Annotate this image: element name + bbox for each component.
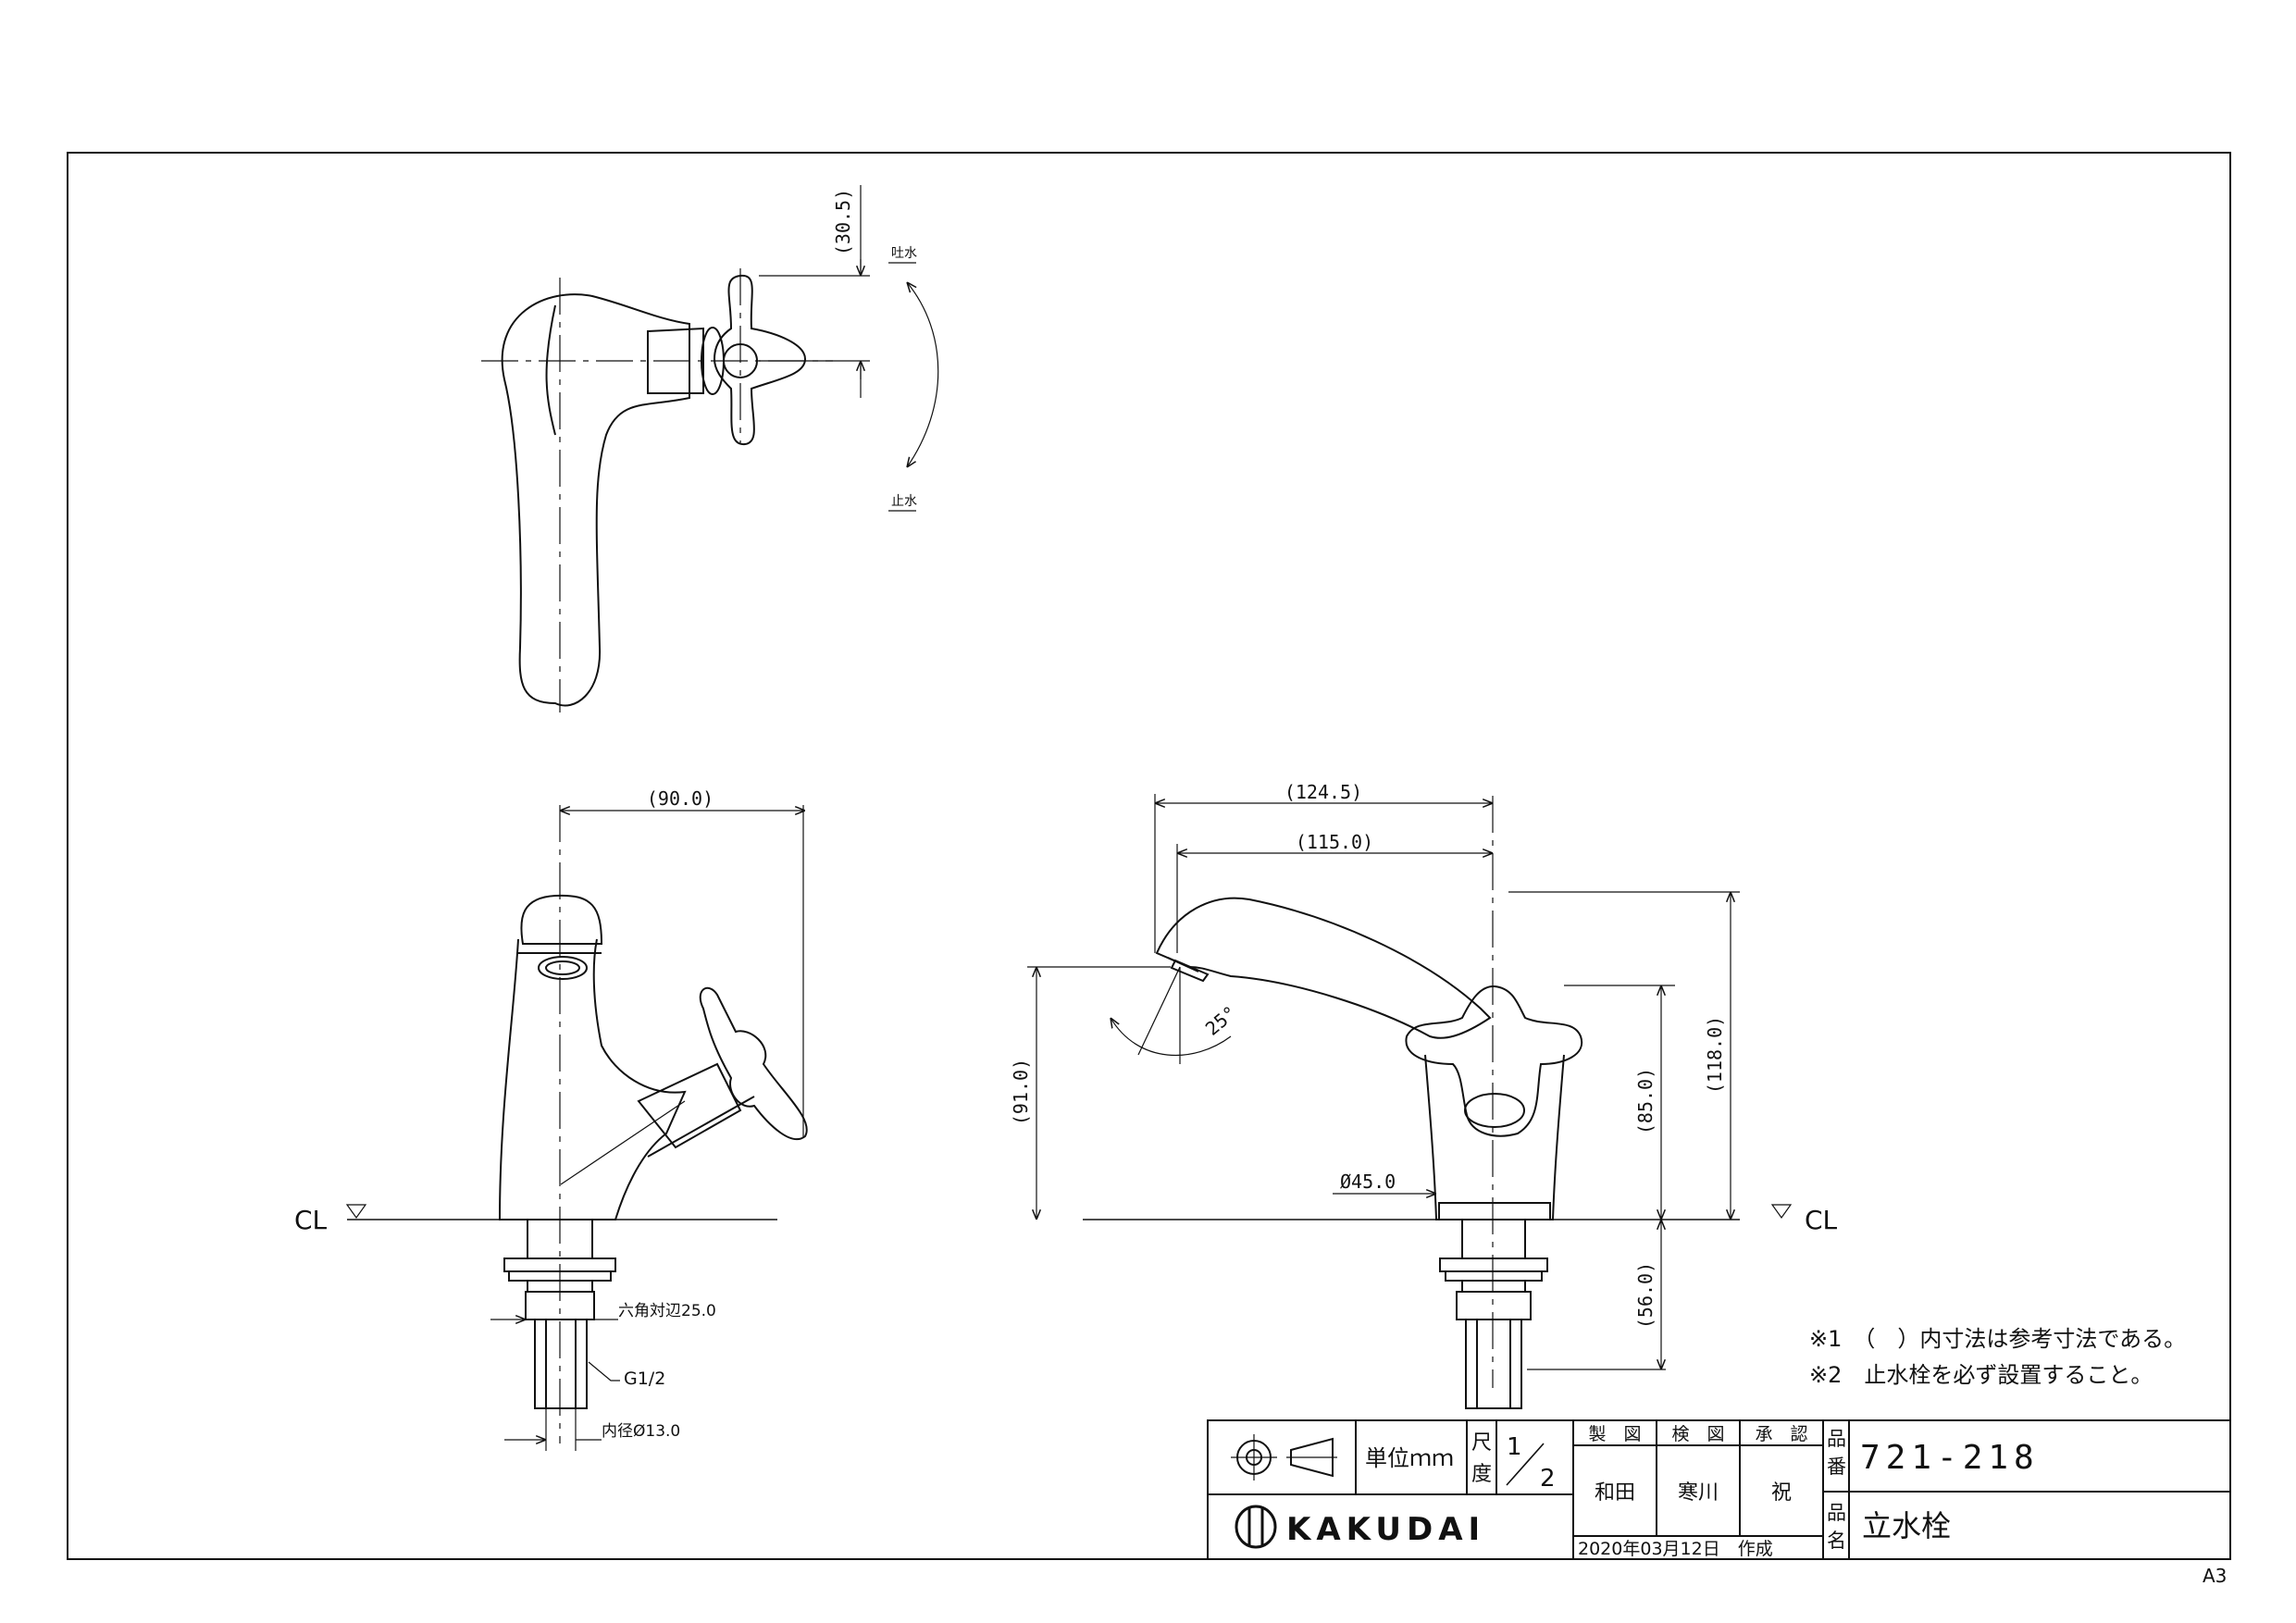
front-view-dim-spout: (115.0) bbox=[1296, 831, 1373, 853]
tb-scale-den: 2 bbox=[1540, 1465, 1556, 1493]
title-block bbox=[1207, 1419, 2231, 1560]
tb-checked-by: 寒川 bbox=[1678, 1481, 1719, 1505]
side-view-thread-label: G1/2 bbox=[624, 1369, 665, 1389]
tb-unit: 単位ｍｍ bbox=[1365, 1445, 1454, 1471]
tb-part-name: 立水栓 bbox=[1862, 1508, 1951, 1543]
top-view-dimensions bbox=[759, 185, 939, 512]
tb-scale-label-1: 尺 bbox=[1471, 1431, 1492, 1455]
front-view-dim-height-85: (85.0) bbox=[1634, 1068, 1657, 1134]
tb-drawn-by: 和田 bbox=[1595, 1481, 1635, 1505]
front-view-dim-base: Ø45.0 bbox=[1340, 1171, 1396, 1193]
tb-checked-header: 検 図 bbox=[1671, 1424, 1724, 1444]
tb-part-name-label-2: 名 bbox=[1827, 1530, 1846, 1552]
note-1: ※1 （ ）内寸法は参考寸法である。 bbox=[1809, 1326, 2186, 1352]
tb-part-no-label-1: 品 bbox=[1827, 1428, 1846, 1450]
tb-scale-label-2: 度 bbox=[1471, 1463, 1492, 1486]
tb-drawn-header: 製 図 bbox=[1588, 1424, 1641, 1444]
side-view-hex-label: 六角対辺25.0 bbox=[618, 1302, 716, 1320]
side-view-inner-label: 内径Ø13.0 bbox=[602, 1422, 680, 1441]
side-view-cl-label: CL bbox=[294, 1205, 328, 1235]
drawing-frame bbox=[67, 152, 2231, 1560]
front-view bbox=[1083, 796, 1740, 1409]
front-view-dim-total: (124.5) bbox=[1285, 781, 1362, 803]
top-view-dim-height: (30.5) bbox=[832, 189, 854, 255]
tb-approved-by: 祝 bbox=[1771, 1481, 1792, 1505]
tb-approved-header: 承 認 bbox=[1755, 1424, 1807, 1444]
side-view-dim-width: (90.0) bbox=[647, 787, 714, 810]
tb-part-no: 721-218 bbox=[1860, 1439, 2040, 1477]
top-view-label-open: 吐水 bbox=[891, 246, 917, 261]
top-view bbox=[481, 268, 833, 712]
front-view-dim-height-118: (118.0) bbox=[1704, 1016, 1726, 1094]
front-view-dimensions bbox=[1027, 794, 1793, 1370]
tb-part-name-label-1: 品 bbox=[1827, 1502, 1846, 1524]
side-view-dimensions bbox=[345, 805, 805, 1451]
side-view bbox=[347, 805, 808, 1443]
front-view-cl-label: CL bbox=[1805, 1205, 1838, 1235]
tb-company: KAKUDAI bbox=[1286, 1511, 1485, 1548]
front-view-dim-shank: (56.0) bbox=[1634, 1262, 1657, 1329]
tb-scale-num: 1 bbox=[1507, 1433, 1522, 1461]
sheet-size: A3 bbox=[2203, 1565, 2227, 1587]
top-view-label-close: 止水 bbox=[891, 494, 917, 509]
front-view-dim-height-left: (91.0) bbox=[1010, 1059, 1032, 1125]
tb-part-no-label-2: 番 bbox=[1827, 1456, 1846, 1478]
front-view-dim-angle: 25° bbox=[1201, 1001, 1241, 1040]
note-2: ※2 止水栓を必ず設置すること。 bbox=[1809, 1362, 2153, 1388]
tb-date: 2020年03月12日 作成 bbox=[1578, 1539, 1773, 1559]
